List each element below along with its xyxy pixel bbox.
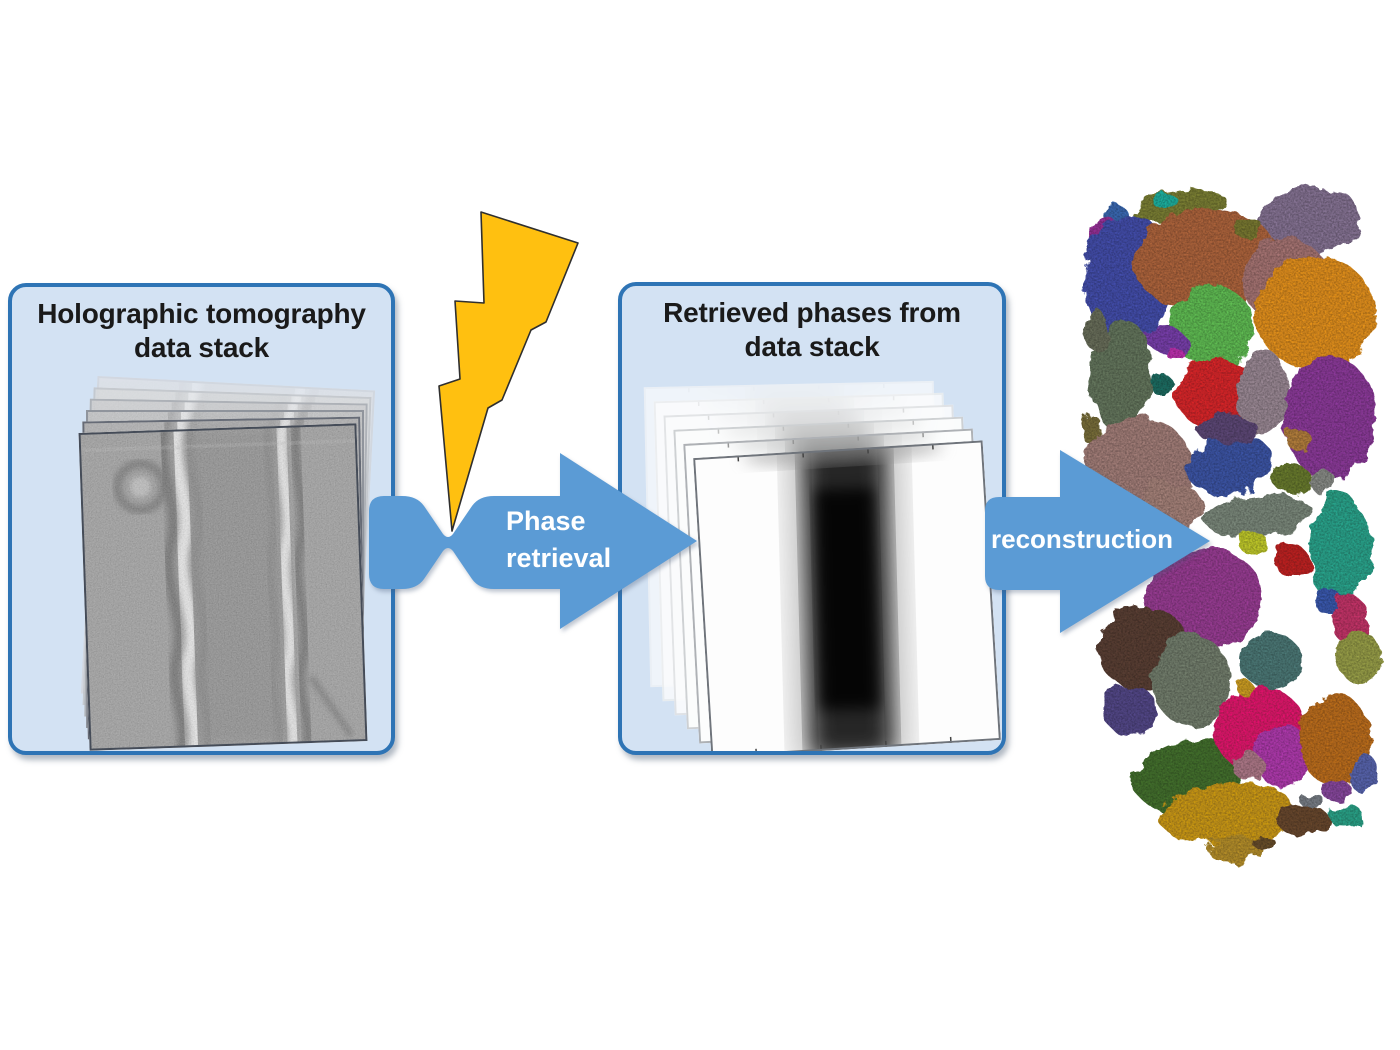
grain bbox=[1308, 470, 1336, 492]
left-box-title-line1: Holographic tomography bbox=[37, 298, 366, 329]
grain bbox=[1237, 682, 1255, 696]
grain bbox=[1158, 782, 1294, 844]
middle-box-title-line2: data stack bbox=[744, 330, 880, 362]
grain bbox=[1238, 532, 1268, 554]
grain bbox=[1233, 217, 1263, 239]
grain bbox=[1276, 806, 1330, 834]
grain bbox=[1152, 634, 1230, 726]
grain bbox=[1083, 414, 1101, 446]
middle-box-title-line1: Retrieved phases from bbox=[663, 297, 961, 328]
grain bbox=[1309, 503, 1373, 603]
grain bbox=[1322, 780, 1352, 802]
grain bbox=[1176, 358, 1258, 430]
grain bbox=[1240, 633, 1302, 689]
grain bbox=[1286, 430, 1312, 450]
grain bbox=[1252, 834, 1274, 850]
retrieved-phases-box: Retrieved phases from data stack bbox=[618, 282, 1006, 755]
grain bbox=[1091, 320, 1153, 432]
grain bbox=[1237, 349, 1289, 437]
grain bbox=[1336, 630, 1380, 682]
grain bbox=[1197, 416, 1259, 444]
phase-arrow-label-line2: retrieval bbox=[506, 543, 612, 573]
grain bbox=[1088, 530, 1108, 558]
phase-page-front bbox=[693, 440, 1001, 751]
grain bbox=[1150, 375, 1174, 395]
middle-box-title: Retrieved phases from data stack bbox=[622, 296, 1002, 363]
grain bbox=[1232, 752, 1264, 780]
grain bbox=[1204, 493, 1312, 537]
lightning-bolt-icon bbox=[438, 211, 579, 532]
holographic-data-stack-box: Holographic tomography data stack bbox=[8, 283, 395, 755]
grain bbox=[1167, 347, 1183, 361]
grain bbox=[1272, 463, 1310, 493]
phase-arrow-label-line1: Phase bbox=[506, 506, 586, 536]
reconstruction-3d-render bbox=[1083, 185, 1380, 864]
left-box-title: Holographic tomography data stack bbox=[12, 297, 391, 364]
grain bbox=[1348, 753, 1378, 793]
grain bbox=[1170, 286, 1254, 366]
grain bbox=[1133, 483, 1205, 535]
grain bbox=[1299, 792, 1323, 808]
grain bbox=[1273, 545, 1309, 575]
grain bbox=[1256, 723, 1310, 789]
grain bbox=[1105, 685, 1157, 737]
left-box-title-line2: data stack bbox=[134, 331, 269, 363]
holo-page-front bbox=[78, 423, 368, 751]
grain bbox=[1284, 356, 1376, 480]
grain bbox=[1208, 836, 1264, 864]
phase-arrow-label: Phase retrieval bbox=[506, 503, 611, 577]
grain bbox=[1086, 308, 1106, 352]
grain bbox=[1255, 256, 1375, 370]
grain bbox=[1329, 804, 1363, 828]
grain bbox=[1154, 193, 1178, 211]
